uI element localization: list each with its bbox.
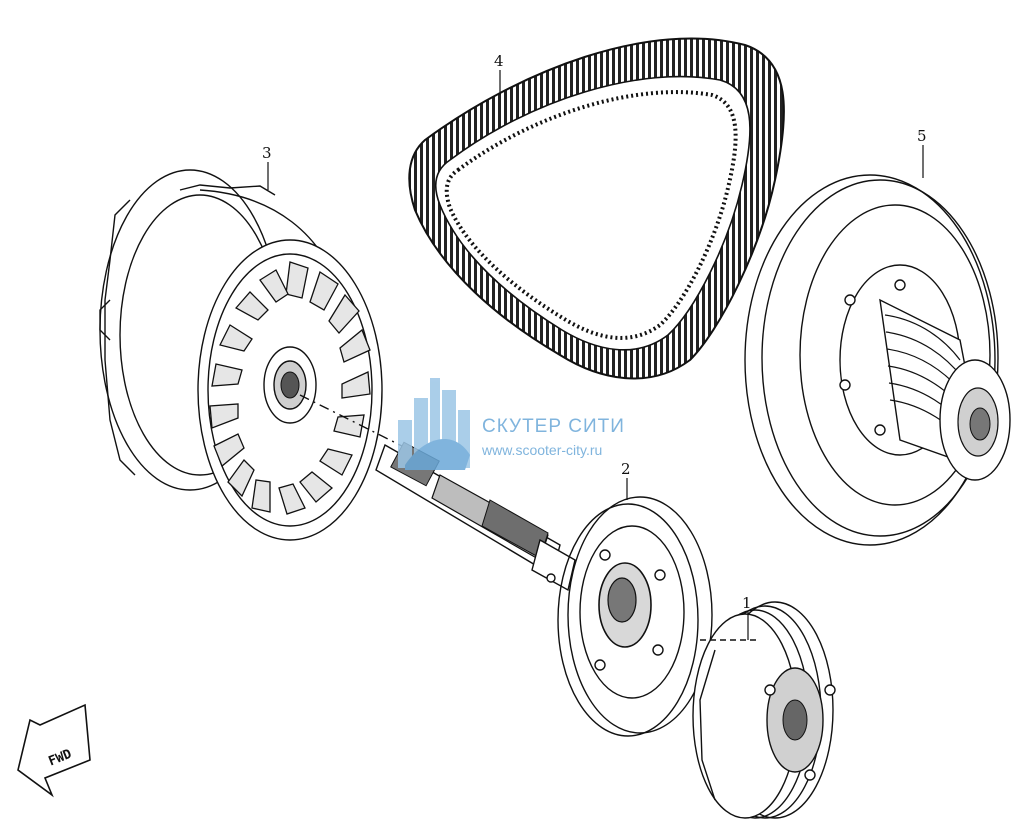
drive-belt bbox=[408, 37, 785, 380]
city-skyline-icon bbox=[398, 378, 470, 470]
driven-pulley bbox=[744, 174, 1011, 546]
watermark: СКУТЕР СИТИ www.scooter-city.ru bbox=[398, 378, 625, 470]
forward-direction-arrow: FWD bbox=[17, 703, 91, 798]
callout-3: 3 bbox=[262, 144, 272, 162]
callout-4: 4 bbox=[494, 52, 504, 70]
driven-shaft bbox=[299, 394, 576, 592]
watermark-title: СКУТЕР СИТИ bbox=[482, 416, 625, 437]
clutch-shoe-assembly bbox=[692, 601, 836, 819]
drive-pulley bbox=[99, 169, 383, 541]
cooling-fins bbox=[209, 261, 371, 515]
callout-leaders bbox=[267, 70, 924, 640]
clutch-bell bbox=[557, 496, 713, 737]
callout-5: 5 bbox=[917, 127, 927, 145]
callout-2: 2 bbox=[621, 460, 631, 478]
watermark-url: www.scooter-city.ru bbox=[481, 442, 602, 458]
callout-1: 1 bbox=[742, 594, 752, 612]
